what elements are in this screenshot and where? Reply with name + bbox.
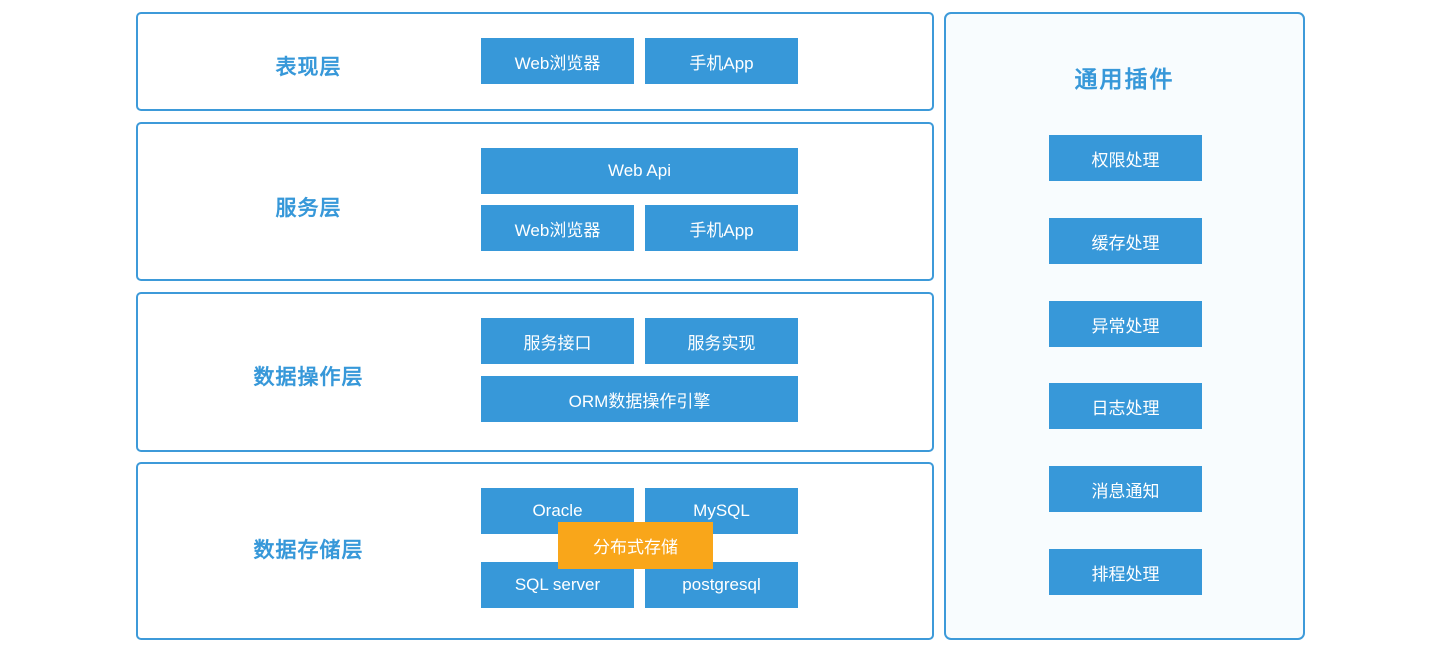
node-message-notification: 消息通知: [1049, 466, 1202, 512]
layer-label-service: 服务层: [275, 197, 342, 220]
node-mobile-app-presentation: 手机App: [645, 38, 798, 84]
layer-label-presentation: 表现层: [275, 56, 342, 79]
node-web-api: Web Api: [481, 148, 798, 194]
node-permission-handling: 权限处理: [1049, 135, 1202, 181]
layer-label-data-operation: 数据操作层: [253, 366, 364, 389]
layer-label-data-storage: 数据存储层: [253, 539, 364, 562]
node-schedule-handling: 排程处理: [1049, 549, 1202, 595]
node-log-handling: 日志处理: [1049, 383, 1202, 429]
node-service-interface: 服务接口: [481, 318, 634, 364]
node-postgresql: postgresql: [645, 562, 798, 608]
node-exception-handling: 异常处理: [1049, 301, 1202, 347]
node-web-browser-service: Web浏览器: [481, 205, 634, 251]
node-cache-handling: 缓存处理: [1049, 218, 1202, 264]
node-service-implementation: 服务实现: [645, 318, 798, 364]
node-mobile-app-service: 手机App: [645, 205, 798, 251]
node-web-browser-presentation: Web浏览器: [481, 38, 634, 84]
node-distributed-storage: 分布式存储: [558, 522, 713, 569]
plugins-panel-title: 通用插件: [1074, 66, 1175, 92]
node-orm-engine: ORM数据操作引擎: [481, 376, 798, 422]
node-sql-server: SQL server: [481, 562, 634, 608]
